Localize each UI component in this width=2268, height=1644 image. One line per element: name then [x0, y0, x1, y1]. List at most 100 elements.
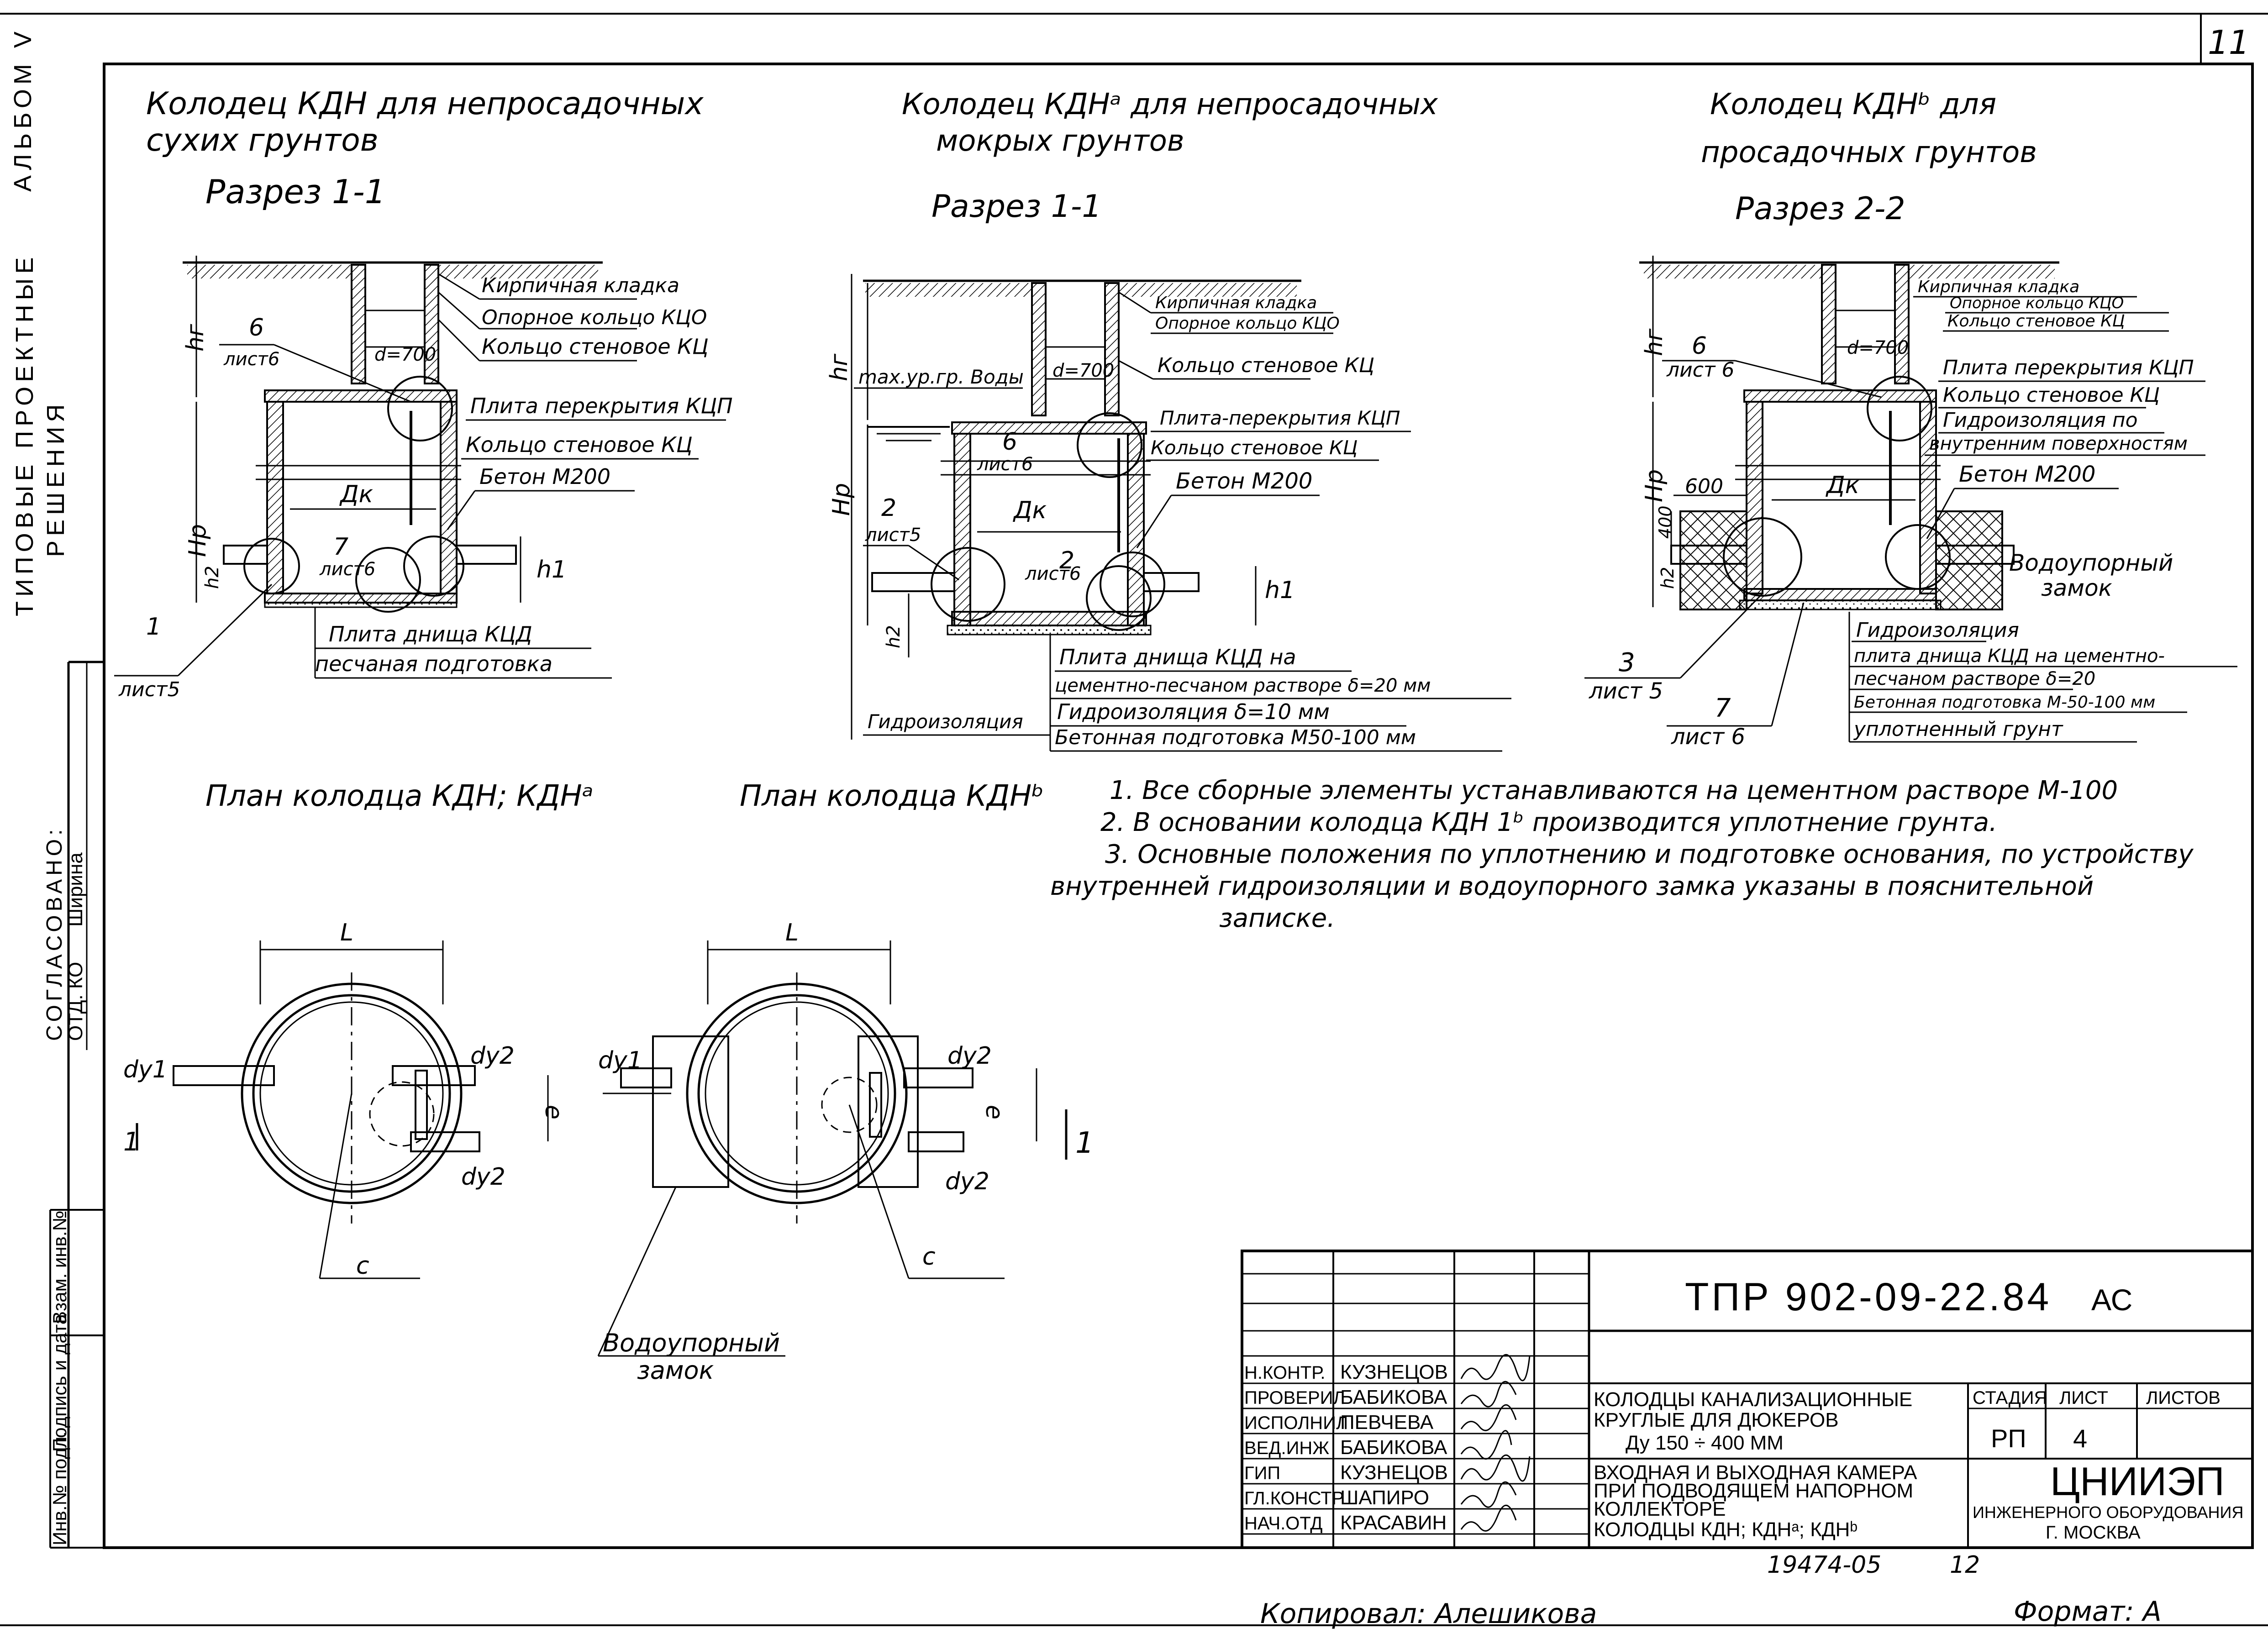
plan-2: План колодца КДНᵇ L dy1 dy2 dy2 e c 1 Во… [597, 779, 1094, 1385]
section-3: Колодец КДНᵇ для просадочных грунтов Раз… [1584, 88, 2237, 750]
inv-number: 19474-05 [1767, 1551, 1881, 1579]
s3-dim-hr: hг [1641, 328, 1668, 356]
section-2-title2: мокрых грунтов [936, 124, 1184, 158]
section-1-title2: сухих грунтов [146, 122, 379, 158]
s3-lock1: Водоупорный [2009, 550, 2173, 576]
plan-2-lock1: Водоупорный [603, 1329, 780, 1357]
section-3-cut: Разрез 2-2 [1735, 191, 1905, 227]
s2-dim-d: d=700 [1052, 360, 1114, 381]
tb-name-1: БАБИКОВА [1340, 1386, 1447, 1408]
plan-2-title: План колодца КДНᵇ [740, 779, 1044, 813]
stamp-person: Ширина [64, 852, 87, 927]
notes: 1. Все сборные элементы устанавливаются … [1050, 776, 2194, 933]
s2-dim-h1: h1 [1265, 577, 1295, 604]
s2-call6: 6 [1002, 428, 1017, 456]
s3-hydro: Гидроизоляция [1856, 619, 2019, 642]
s2-dim-hp: Нр [828, 483, 855, 516]
note-1: 1. Все сборные элементы устанавливаются … [1110, 776, 2118, 805]
plan-2-sec: 1 [1075, 1126, 1094, 1160]
s1-dim-dk: Дк [339, 481, 374, 508]
s3-dim-d: d=700 [1847, 337, 1909, 358]
s1-wall2: Кольцо стеновое КЦ [466, 432, 693, 457]
s1-call1s: лист5 [118, 678, 180, 701]
section-2-cut: Разрез 1-1 [931, 189, 1102, 225]
format: Формат: А [2014, 1596, 2162, 1628]
tb-title1: КОЛОДЦЫ КАНАЛИЗАЦИОННЫЕ [1594, 1388, 1912, 1411]
s3-prep: Бетонная подготовка М-50-100 мм [1854, 693, 2155, 712]
tb-org2: ИНЖЕНЕРНОГО ОБОРУДОВАНИЯ [1973, 1503, 2243, 1522]
s3-slab: Плита перекрытия КЦП [1943, 356, 2194, 379]
s1-brick: Кирпичная кладка [482, 274, 679, 297]
note-3: 3. Основные положения по уплотнению и по… [1105, 840, 2194, 869]
tb-code: ТПР 902-09-22.84 [1685, 1275, 2052, 1319]
s3-bottom2: песчаном растворе δ=20 [1854, 668, 2095, 689]
s1-concrete: Бетон М200 [479, 464, 610, 489]
s2-call2s: лист5 [865, 525, 921, 546]
tb-stage: РП [1991, 1424, 2026, 1453]
s1-dim-hr: hг [182, 324, 209, 352]
plan-2-L: L [785, 919, 799, 946]
plan-1-dy1: dy1 [123, 1056, 168, 1083]
stamp-dept: ОТД. КО [64, 962, 87, 1041]
s3-bottom1: плита днища КЦД на цементно- [1854, 646, 2165, 667]
s3-support: Опорное кольцо КЦО [1950, 294, 2124, 312]
s3-dim-h2: h2 [1658, 567, 1678, 589]
s3-dim600: 600 [1685, 475, 1723, 498]
s3-wall: Кольцо стеновое КЦ [1947, 312, 2125, 331]
copied-by: Копировал: Алешикова [1260, 1598, 1597, 1630]
s1-call1: 1 [146, 613, 161, 641]
s3-call7: 7 [1715, 693, 1731, 723]
s1-call7s: лист6 [319, 559, 375, 580]
s3-call7s: лист 6 [1671, 724, 1745, 750]
s3-brick: Кирпичная кладка [1918, 278, 2079, 296]
plan-1-L: L [340, 919, 353, 946]
s2-concrete: Бетон М200 [1176, 468, 1312, 494]
note-4: внутренней гидроизоляции и водоупорного … [1050, 872, 2094, 901]
tb-org: ЦНИИЭП [2050, 1459, 2225, 1504]
stamp-series2: РЕШЕНИЯ [42, 400, 69, 557]
s3-wall2: Кольцо стеновое КЦ [1943, 383, 2160, 407]
sheet-frame [0, 13, 2268, 1626]
plan-1-title: План колодца КДН; КДНᵃ [205, 779, 594, 813]
tb-name-6: КРАСАВИН [1340, 1512, 1447, 1534]
s2-dim-hr: hг [826, 353, 853, 381]
s1-call6: 6 [249, 314, 264, 341]
s2-dim-h2: h2 [883, 625, 904, 648]
tb-role-6: НАЧ.ОТД [1244, 1513, 1323, 1534]
s3-call6: 6 [1692, 332, 1707, 360]
stamp-inv-sub: Инв.№ подл. [49, 1431, 70, 1545]
s2-prep: Бетонная подготовка М50-100 мм [1055, 726, 1416, 749]
note-2: 2. В основании колодца КДН 1ᵇ производит… [1100, 808, 1997, 837]
s1-call7: 7 [333, 533, 348, 561]
tb-name-3: БАБИКОВА [1340, 1436, 1447, 1459]
plan-1-c: c [356, 1252, 369, 1280]
s1-dim-h2: h2 [202, 566, 223, 589]
s2-brick: Кирпичная кладка [1155, 294, 1317, 312]
page-number: 11 [2208, 23, 2250, 62]
s1-call6s: лист6 [223, 349, 279, 370]
tb-sub3: КОЛЛЕКТОРЕ [1594, 1498, 1726, 1520]
s1-support: Опорное кольцо КЦО [482, 306, 707, 329]
s3-call3: 3 [1619, 648, 1635, 678]
s2-call2b: 2 [1059, 547, 1074, 574]
section-2-title1: Колодец КДНᵃ для непросадочных [902, 88, 1438, 121]
tb-sub1: ВХОДНАЯ И ВЫХОДНАЯ КАМЕРА [1594, 1461, 1917, 1484]
tb-sub4: КОЛОДЦЫ КДН; КДНᵃ; КДНᵇ [1594, 1518, 1858, 1541]
s1-wall: Кольцо стеновое КЦ [482, 334, 709, 359]
tb-signatures [1460, 1354, 1531, 1532]
s3-hydro2: внутренним поверхностям [1929, 433, 2188, 454]
section-2: Колодец КДНᵃ для непросадочных мокрых гр… [826, 88, 1511, 752]
s2-wall2: Кольцо стеновое КЦ [1151, 436, 1358, 459]
s1-dim-hp: Нр [184, 524, 211, 557]
tb-role-5: ГЛ.КОНСТР [1244, 1488, 1344, 1508]
s3-lock2: замок [2041, 575, 2112, 601]
s2-dim-dk: Дк [1013, 497, 1047, 524]
tb-sheets-h: ЛИСТОВ [2146, 1388, 2221, 1408]
tb-name-2: ПЕВЧЕВА [1340, 1411, 1434, 1434]
title-block: ТПР 902-09-22.84 АС Н.КОНТР. ПРОВЕРИЛ ИС… [1241, 1250, 2254, 1549]
s2-support: Опорное кольцо КЦО [1155, 314, 1340, 333]
stamp-sign-date: Подпись и дата [49, 1313, 70, 1452]
plan-2-e: e [980, 1105, 1008, 1119]
